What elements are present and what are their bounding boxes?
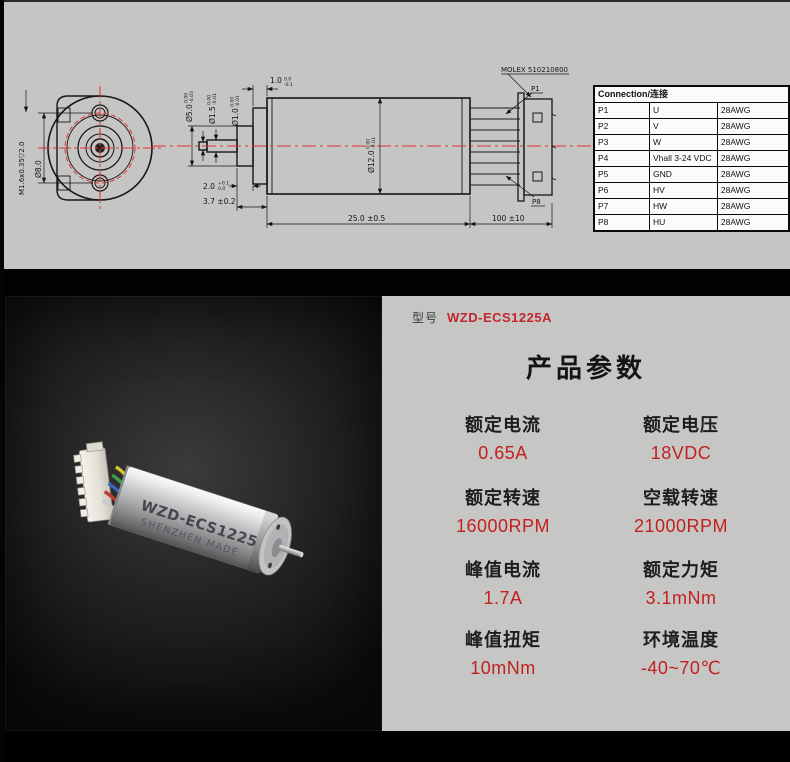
front-view-dimensions — [23, 90, 93, 184]
dim-cap-tol-bot: -0.1 — [284, 82, 293, 88]
product-photo: WZD-ECS1225 SHENZHEN MADE — [5, 296, 382, 731]
param-label: 空载转速 — [643, 488, 719, 508]
svg-text:-0.01: -0.01 — [235, 95, 241, 107]
photo-motor-body — [107, 465, 304, 576]
svg-text:0.00: 0.00 — [207, 95, 213, 105]
dim-step-tol-top: +0.1 — [218, 181, 229, 187]
dim-body-text: 25.0 ±0.5 — [348, 214, 386, 223]
panel-title: 产品参数 — [525, 353, 646, 383]
param-rated-speed: 额定转速 16000RPM — [456, 486, 550, 538]
param-label: 峰值电流 — [465, 560, 541, 580]
svg-text:Ø5.0: Ø5.0 — [185, 104, 194, 122]
lead-wires — [470, 107, 520, 186]
dia12-label: Ø12.0 0.00 -0.01 — [366, 137, 378, 173]
model-label: 型号 — [412, 311, 439, 325]
param-value: 16000RPM — [455, 516, 551, 536]
motor-dimension-drawing: M1.6x0.35▽2.0 Ø8.0 — [18, 66, 648, 228]
param-label: 额定电流 — [465, 415, 541, 435]
param-label: 额定转速 — [465, 488, 541, 508]
param-value: 1.7A — [483, 588, 523, 608]
param-value: 0.65A — [478, 443, 528, 463]
param-value: -40~70℃ — [640, 658, 722, 678]
model-row: 型号 WZD-ECS1225A — [412, 309, 552, 326]
separator-band — [0, 269, 790, 296]
param-rated-torque: 额定力矩 3.1mNm — [643, 558, 719, 610]
connector-drawing — [517, 92, 557, 202]
svg-text:Ø1.0: Ø1.0 — [231, 108, 240, 126]
molex-part-label: MOLEX 510210800 — [501, 66, 568, 74]
param-value: 3.1mNm — [645, 588, 717, 608]
param-value: 18VDC — [650, 443, 712, 463]
page-left-edge — [0, 0, 4, 762]
dim-shaft-text: 3.7 ±0.2 — [203, 197, 236, 206]
dim-cable-text: 100 ±10 — [492, 214, 525, 223]
param-ambient-temp: 环境温度 -40~70℃ — [641, 628, 721, 680]
param-label: 环境温度 — [642, 630, 719, 650]
param-peak-current: 峰值电流 1.7A — [465, 558, 541, 610]
param-value: 21000RPM — [633, 516, 729, 536]
param-label: 额定力矩 — [643, 560, 719, 580]
param-label: 额定电压 — [643, 415, 719, 435]
dim-step-text: 2.0 — [203, 182, 215, 191]
technical-drawing-section: M1.6x0.35▽2.0 Ø8.0 — [0, 0, 790, 269]
front-view-centerlines — [38, 86, 162, 210]
dim-step-tol-bot: 0.0 — [218, 186, 225, 192]
param-rated-current: 额定电流 0.65A — [465, 413, 541, 465]
param-label: 峰值扭矩 — [465, 630, 541, 650]
thread-dim-label: M1.6x0.35▽2.0 — [18, 142, 26, 195]
photo-connector — [73, 441, 114, 523]
svg-text:-0.03: -0.03 — [189, 91, 195, 103]
svg-text:-0.01: -0.01 — [371, 137, 377, 149]
param-noload-speed: 空载转速 21000RPM — [634, 486, 728, 538]
connection-table-header: Connection/连接 — [593, 85, 790, 103]
svg-text:M1.6x0.35▽2.0: M1.6x0.35▽2.0 — [18, 142, 26, 195]
param-rated-voltage: 额定电压 18VDC — [643, 413, 719, 465]
svg-text:-0.01: -0.01 — [212, 93, 218, 105]
bolt-circle-dim-label: Ø8.0 — [34, 160, 43, 178]
dia10-label: Ø1.0 0.00 -0.01 — [230, 95, 242, 126]
svg-text:Ø12.0: Ø12.0 — [367, 150, 376, 173]
pin8-label: P8 — [532, 198, 541, 206]
svg-text:Ø8.0: Ø8.0 — [34, 160, 43, 178]
model-value: WZD-ECS1225A — [447, 310, 552, 325]
product-parameters-panel: 型号 WZD-ECS1225A 产品参数 额定电流 0.65A 额定电压 18VD… — [382, 296, 790, 731]
svg-text:Ø1.5: Ø1.5 — [208, 106, 217, 124]
side-view-dimensions — [188, 73, 569, 228]
footer-band — [0, 731, 790, 762]
param-value: 10mNm — [470, 658, 536, 678]
dim-cap-tol-top: 0.0 — [284, 77, 291, 83]
svg-text:0.00: 0.00 — [184, 93, 190, 103]
svg-text:0.00: 0.00 — [366, 139, 372, 149]
motor-photo-render: WZD-ECS1225 SHENZHEN MADE — [73, 441, 304, 576]
svg-text:0.00: 0.00 — [230, 97, 236, 107]
pin1-label: P1 — [531, 85, 540, 93]
dim-cap-text: 1.0 — [270, 76, 282, 85]
dia15-label: Ø1.5 0.00 -0.01 — [207, 93, 219, 124]
param-peak-torque: 峰值扭矩 10mNm — [465, 628, 541, 680]
dia5-label: Ø5.0 0.00 -0.03 — [184, 91, 196, 122]
